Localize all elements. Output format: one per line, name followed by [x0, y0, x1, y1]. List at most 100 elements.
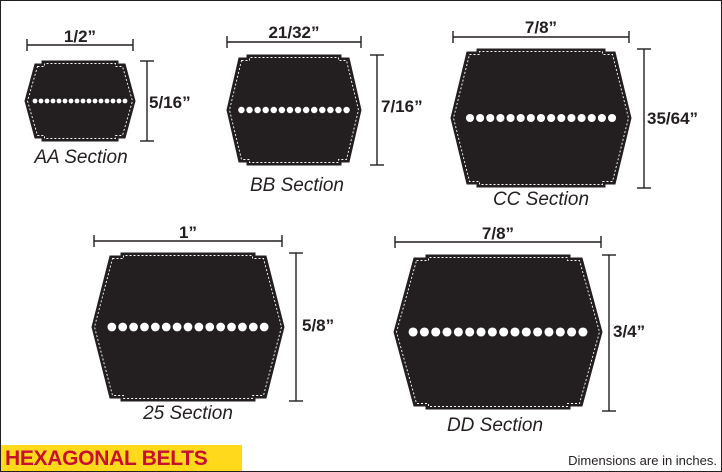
belt-cc-cords — [465, 113, 617, 123]
cord-dot — [499, 327, 509, 337]
cord-dot — [92, 98, 98, 104]
cord-dot — [465, 113, 475, 123]
cord-dot — [129, 322, 138, 332]
cord-dot — [194, 322, 204, 332]
belt-bb-section-label: BB Section — [250, 175, 344, 196]
belt-aa-height-label: 5/16” — [149, 93, 191, 112]
belt-dd-height-dimension: 3/4” — [602, 254, 645, 412]
belt-cc-section-label: CC Section — [493, 189, 589, 210]
cord-dot — [172, 322, 182, 332]
cord-dot — [607, 113, 617, 123]
cord-dot — [248, 322, 258, 332]
cord-dot — [205, 322, 215, 332]
cord-dot — [587, 113, 596, 123]
cord-dot — [227, 322, 236, 332]
belt-cc: 7/8” 35/64” CC Section — [450, 18, 698, 210]
belt-bb-height-label: 7/16” — [381, 97, 423, 116]
cord-dot — [151, 322, 160, 332]
belt-bb-height-dimension: 7/16” — [370, 54, 423, 166]
cord-dot — [536, 113, 546, 123]
cord-dot — [465, 327, 475, 337]
belt-25-stitching — [94, 255, 282, 399]
cord-dot — [526, 113, 535, 123]
belt-dd-stitching — [396, 257, 600, 407]
cord-dot — [521, 327, 531, 337]
belt-aa-section-label: AA Section — [33, 147, 127, 168]
cord-dot — [597, 113, 606, 123]
belt-bb-width-dimension: 21/32” — [226, 23, 362, 48]
cord-dot — [80, 98, 86, 104]
cord-dot — [161, 322, 171, 332]
belt-25: 1” 5/8” 25 Section — [91, 223, 334, 424]
belt-dd-width-label: 7/8” — [482, 224, 514, 243]
cord-dot — [68, 98, 74, 104]
cord-dot — [286, 106, 294, 114]
cord-dot — [238, 106, 245, 114]
cord-dot — [38, 98, 44, 104]
cord-dot — [107, 322, 117, 332]
belt-bb-width-label: 21/32” — [268, 23, 319, 42]
page-title: HEXAGONAL BELTS — [5, 447, 208, 470]
cord-dot — [118, 322, 128, 332]
cord-dot — [98, 98, 104, 104]
belt-aa-cords — [32, 98, 128, 104]
cord-dot — [557, 113, 566, 123]
cord-dot — [86, 98, 92, 104]
cord-dot — [246, 106, 253, 114]
cord-dot — [327, 106, 334, 114]
belt-dd-cords — [408, 327, 588, 337]
belt-bb-body — [226, 54, 362, 166]
cord-dot — [294, 106, 302, 114]
cord-dot — [310, 106, 318, 114]
belt-cc-height-dimension: 35/64” — [637, 48, 698, 189]
cord-dot — [62, 98, 68, 104]
cord-dot — [578, 327, 588, 337]
cord-dot — [302, 106, 310, 114]
cord-dot — [547, 113, 556, 123]
belt-dd-section-label: DD Section — [447, 415, 543, 436]
cord-dot — [486, 113, 495, 123]
cord-dot — [319, 106, 326, 114]
belt-bb-stitching — [229, 57, 359, 163]
cord-dot — [270, 106, 278, 114]
cord-dot — [555, 327, 565, 337]
belt-dd-height-label: 3/4” — [613, 322, 645, 341]
units-footnote: Dimensions are in inches. — [568, 453, 717, 468]
cord-dot — [140, 322, 149, 332]
cord-dot — [533, 327, 543, 337]
title-banner: HEXAGONAL BELTS — [1, 445, 242, 471]
belt-25-width-dimension: 1” — [93, 223, 283, 247]
belt-aa: 1/2” 5/16” AA Section — [24, 27, 191, 168]
cord-dot — [44, 98, 50, 104]
belt-bb: 21/32” 7/16” BB Section — [226, 23, 423, 196]
cord-dot — [50, 98, 56, 104]
cord-dot — [238, 322, 247, 332]
belt-25-height-label: 5/8” — [302, 316, 334, 335]
cord-dot — [116, 98, 122, 104]
cord-dot — [335, 106, 342, 114]
cord-dot — [183, 322, 193, 332]
belt-aa-width-label: 1/2” — [64, 27, 96, 46]
belt-25-section-label: 25 Section — [142, 403, 233, 424]
cord-dot — [510, 327, 520, 337]
belt-dd-width-dimension: 7/8” — [394, 224, 602, 248]
belt-aa-body — [24, 60, 136, 142]
cord-dot — [442, 327, 452, 337]
cord-dot — [577, 113, 586, 123]
belt-dd: 7/8” 3/4” DD Section — [393, 224, 645, 436]
belt-cc-width-dimension: 7/8” — [452, 18, 630, 43]
cord-dot — [567, 327, 577, 337]
cord-dot — [110, 98, 116, 104]
cord-dot — [32, 98, 38, 104]
cord-dot — [216, 322, 226, 332]
cord-dot — [476, 113, 485, 123]
belt-cc-height-label: 35/64” — [647, 109, 698, 128]
cord-dot — [74, 98, 80, 104]
belt-cc-width-label: 7/8” — [525, 18, 557, 37]
cord-dot — [343, 106, 350, 114]
cord-dot — [254, 106, 261, 114]
belt-25-cords — [107, 322, 269, 332]
cord-dot — [487, 327, 497, 337]
cord-dot — [431, 327, 441, 337]
